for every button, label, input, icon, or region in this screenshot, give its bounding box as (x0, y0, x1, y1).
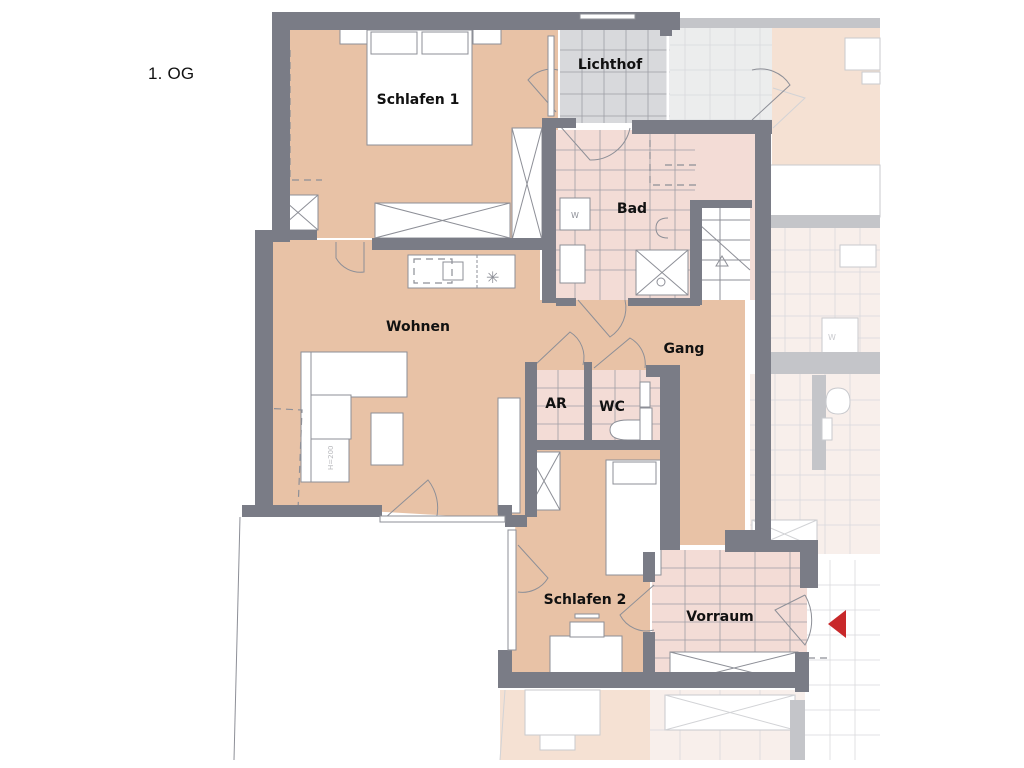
room-label-wc: WC (599, 399, 625, 415)
room-label-schlafen-2: Schlafen 2 (544, 592, 627, 608)
washer (559, 197, 591, 231)
walls (242, 12, 818, 692)
room-label-schlafen-1: Schlafen 1 (377, 92, 460, 108)
windows (379, 13, 636, 651)
room-label-gang: Gang (664, 341, 705, 357)
room-ar (530, 370, 585, 445)
sofa: H=200 (300, 351, 408, 483)
room-lichthof (560, 28, 670, 123)
coffee-table (370, 412, 404, 466)
toilet (609, 419, 641, 441)
neighbor-washer-label: W (828, 333, 836, 342)
neighbor-apartment: W (500, 18, 881, 760)
washer-label: W (571, 211, 579, 220)
stove-icon: ✳ (486, 268, 499, 287)
desk (549, 613, 623, 677)
sofa-height-label: H=200 (327, 446, 335, 471)
entrance-arrow-icon (828, 610, 846, 638)
sideboard (497, 397, 521, 514)
staircase (700, 205, 750, 300)
kitchen-counter: ✳ (407, 254, 516, 289)
floor-label: 1. OG (148, 64, 195, 83)
room-label-lichthof: Lichthof (578, 57, 643, 73)
room-label-vorraum: Vorraum (686, 609, 754, 625)
room-label-bad: Bad (617, 201, 647, 217)
bathroom-sink (559, 244, 586, 284)
doors (335, 68, 813, 646)
room-label-wohnen: Wohnen (386, 319, 450, 335)
wc-sink (639, 381, 651, 408)
property-line (233, 516, 241, 761)
room-label-ar: AR (545, 396, 567, 412)
